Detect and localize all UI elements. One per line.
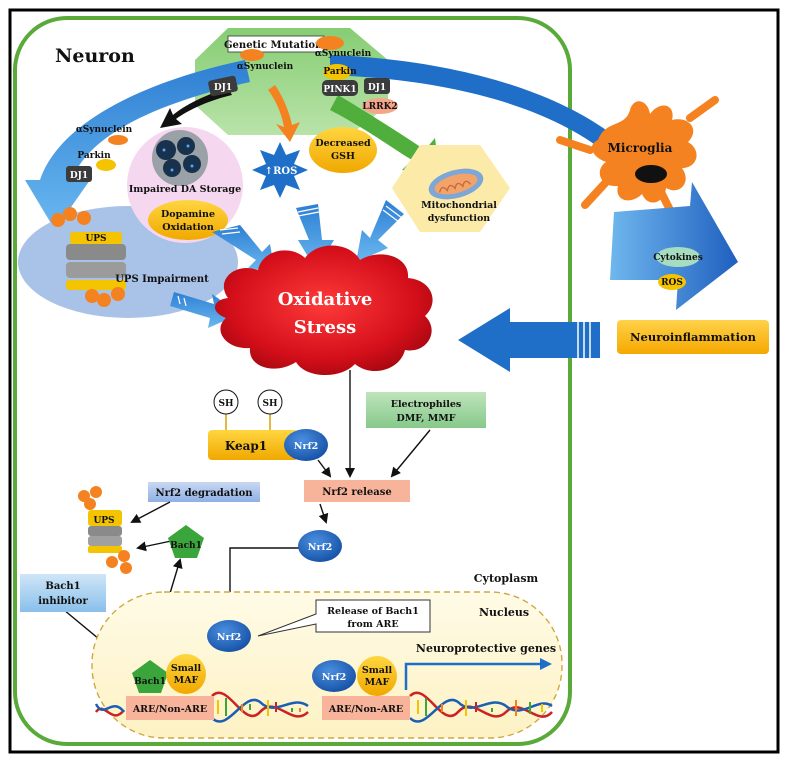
impaired-da-label: Impaired DA Storage [129,184,241,195]
are-box-2 [322,696,410,720]
arrow-to-da [160,88,232,128]
arrow-to-ups [25,60,250,230]
are-2-label: ARE/Non-ARE [328,704,403,715]
nrf2-keap1 [284,429,328,461]
are-box-1 [126,696,214,720]
decreased-gsh-line2: GSH [331,151,355,162]
nrf2-degradation-box [148,482,260,502]
microglia-cell [591,101,697,203]
nrf2-a-label: Nrf2 [294,441,318,452]
cytoplasm-label: Cytoplasm [474,572,539,585]
dj1-right-label: DJ1 [368,83,386,93]
neuroinflammation-arrow [458,308,600,372]
nrf2-d-label: Nrf2 [322,672,346,683]
nrf2-degradation-label: Nrf2 degradation [155,488,253,499]
bach1-top [168,525,204,558]
bach1-inhibitor-line1: Bach1 [45,581,80,592]
ros-star-label: ↑ROS [265,166,298,177]
nrf2-release-box [304,480,410,502]
genetic-mutations-label: Genetic Mutations [224,40,328,51]
electrophiles-line1: Electrophiles [391,399,462,410]
ups-impairment-label: UPS Impairment [115,274,209,285]
dj1-left-label: DJ1 [70,171,88,181]
bach1-low [132,660,168,693]
decreased-gsh-line1: Decreased [315,138,371,149]
dna-helix-middle [94,703,125,717]
mito-line1: Mitochondrial [421,200,497,211]
bach1-top-label: Bach1 [170,541,202,551]
sh2-label: SH [262,399,277,409]
asyn-left-label: αSynuclein [76,125,133,135]
lrrk2-label: LRRK2 [362,102,397,112]
small-maf-1 [166,654,206,694]
neuroinflammation-label: Neuroinflammation [630,330,757,344]
keap1-box [208,430,298,460]
oxidative-stress-cloud [214,245,433,376]
neuroinflammation-box [617,320,769,354]
gene-expression-arrow [404,662,540,690]
parkin-right-label: Parkin [323,67,357,77]
decreased-gsh-badge [309,127,377,173]
mito-line2: dysfunction [428,213,491,224]
dj1-mid-label: DJ1 [214,83,232,93]
asyn-top-label: αSynuclein [237,62,294,72]
ups-low-label: UPS [93,516,114,526]
small-maf-1-line2: MAF [174,675,199,686]
cytokines-label: Cytokines [653,253,703,263]
nrf2-bound [312,660,356,692]
electrophiles-line2: DMF, MMF [397,413,456,424]
nrf2-release-label: Nrf2 release [322,487,391,498]
dopamine-oxidation-line2: Oxidation [162,222,214,233]
are-1-label: ARE/Non-ARE [132,704,207,715]
keap1-label: Keap1 [225,439,267,453]
small-maf-2-line2: MAF [365,677,390,688]
small-maf-2 [357,656,397,696]
proteasome-icon [51,207,126,307]
electrophiles-box [366,392,486,428]
asyn-top-blob [240,49,264,61]
arrow-hatching [177,205,403,307]
da-vesicles-icon [152,130,208,186]
asyn-right-label: αSynuclein [315,49,372,59]
dna-helix-left [211,691,309,723]
release-callout [257,599,431,637]
ros-blue-label: ROS [661,278,683,288]
mitochondria-icon [428,168,484,200]
oxidative-stress-line2: Stress [294,317,357,338]
neuron-title: Neuron [55,45,135,67]
nrf2-b-label: Nrf2 [308,542,332,553]
dopamine-oxidation-line1: Dopamine [161,209,215,220]
dopamine-oxidation-badge [148,200,228,240]
ups-top-label: UPS [85,234,106,244]
small-maf-1-line1: Small [171,663,202,674]
sh1-label: SH [218,399,233,409]
ros-star [252,142,308,198]
small-maf-2-line1: Small [362,665,393,676]
microglia-output-arrow [610,182,738,310]
release-line2: from ARE [347,619,398,630]
arrow-to-ros [268,85,300,142]
pink1-label: PINK1 [323,85,356,95]
proteasome-lower-icon [78,486,132,574]
release-line1: Release of Bach1 [327,606,419,617]
neuroprotective-label: Neuroprotective genes [416,642,556,655]
parkin-left-label: Parkin [77,151,111,161]
dna-helix-right [409,691,553,723]
microglia-label: Microglia [608,141,673,155]
nrf2-free [298,530,342,562]
nucleus-label: Nucleus [479,606,529,619]
bach1-inhibitor-line2: inhibitor [38,596,88,607]
microglia-nucleus [635,165,667,183]
nrf2-c-label: Nrf2 [217,632,241,643]
bach1-low-label: Bach1 [134,677,166,687]
bach1-inhibitor-box [20,574,106,612]
oxidative-stress-line1: Oxidative [278,289,373,310]
nrf2-nucleus [207,620,251,652]
